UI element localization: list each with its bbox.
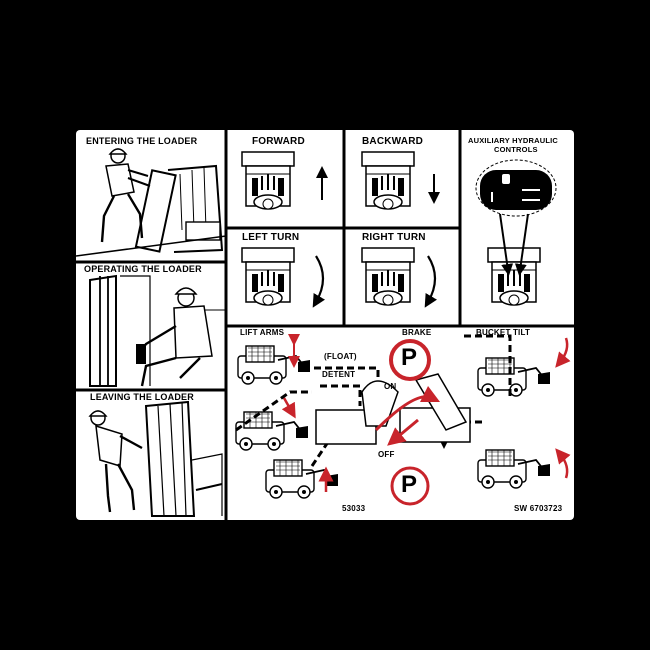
forward-label: FORWARD: [252, 136, 305, 147]
joystick-panel-icon: [361, 151, 415, 210]
brake-on-badge: P: [401, 344, 418, 371]
skid-steer-icon: [237, 345, 311, 385]
decal-artwork: [76, 130, 574, 520]
backward-label: BACKWARD: [362, 136, 424, 147]
joystick-panel-icon: [487, 247, 541, 306]
joystick-panel-icon: [241, 247, 295, 306]
joystick-panel-icon: [361, 247, 415, 306]
detent-label: DETENT: [322, 370, 356, 379]
leaving-label: LEAVING THE LOADER: [90, 392, 194, 402]
entering-label: ENTERING THE LOADER: [86, 136, 198, 146]
park-brake-icon: [389, 339, 431, 381]
skid-steer-icon: [477, 449, 551, 489]
lock-icon: [480, 170, 552, 210]
skid-steer-icon: [235, 411, 309, 451]
on-label: ON: [384, 382, 397, 391]
aux-label: AUXILIARY HYDRAULIC: [468, 136, 559, 145]
curve-arrow-right-icon: [424, 255, 438, 308]
operator-figure-icon: [76, 148, 227, 257]
joystick-panel-icon: [241, 151, 295, 210]
operating-label: OPERATING THE LOADER: [84, 264, 202, 274]
aux-label-2: CONTROLS: [494, 145, 538, 154]
curve-arrow-left-icon: [312, 255, 326, 308]
part-number-left: 53033: [342, 504, 366, 513]
off-label: OFF: [378, 450, 395, 459]
part-number-right: SW 6703723: [514, 504, 563, 513]
skid-steer-icon: [477, 357, 551, 397]
left-turn-label: LEFT TURN: [242, 232, 300, 243]
brake-label: BRAKE: [402, 328, 432, 337]
float-label: (FLOAT): [324, 352, 357, 361]
right-turn-label: RIGHT TURN: [362, 232, 426, 243]
instruction-decal: ENTERING THE LOADER OPERATING THE LOADER…: [76, 130, 574, 520]
park-brake-icon: [390, 466, 430, 506]
brake-off-badge: P: [401, 471, 418, 498]
lift-arms-label: LIFT ARMS: [240, 328, 285, 337]
bucket-tilt-label: BUCKET TILT: [476, 328, 531, 337]
